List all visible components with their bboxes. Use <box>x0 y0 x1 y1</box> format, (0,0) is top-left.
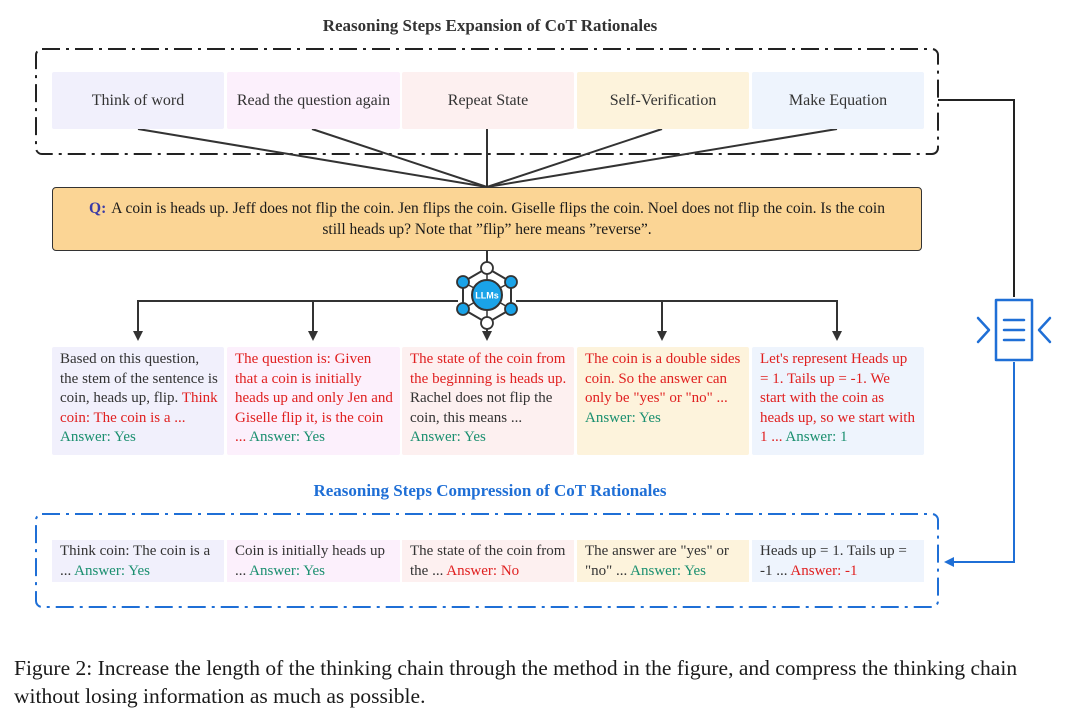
compression-arrow <box>944 362 1015 567</box>
response-answer: Answer: Yes <box>410 429 486 445</box>
compressed-repeat-state: The state of the coin from the ... Answe… <box>402 540 574 582</box>
question-box: Q:A coin is heads up. Jeff does not flip… <box>52 187 922 251</box>
response-read-question-again: The question is: Given that a coin is in… <box>227 347 400 455</box>
compression-title: Reasoning Steps Compression of CoT Ratio… <box>313 481 667 500</box>
compression-frame <box>35 513 939 608</box>
compressed-text: Heads up = 1. Tails up = -1 ... <box>760 543 907 579</box>
compressed-answer: Answer: Yes <box>71 562 151 579</box>
response-answer: Answer: Yes <box>585 409 661 426</box>
compression-icon <box>976 298 1052 362</box>
response-text: Based on this question, the stem of the … <box>60 351 218 406</box>
compressed-text: Coin is initially heads up ... <box>235 543 385 579</box>
compressed-make-equation: Heads up = 1. Tails up = -1 ... Answer: … <box>752 540 924 582</box>
compressed-self-verification: The answer are "yes" or "no" ... Answer:… <box>577 540 749 582</box>
technique-read-question-again: Read the question again <box>227 72 400 129</box>
compressed-answer: Answer: -1 <box>787 562 858 579</box>
response-repeat-state: The state of the coin from the beginning… <box>402 347 574 455</box>
compressed-text: Think coin: The coin is a ... <box>60 543 211 579</box>
response-answer: Answer: Yes <box>60 429 136 445</box>
compressed-answer: Answer: Yes <box>627 562 707 579</box>
response-text: Rachel does not flip the coin, this mean… <box>410 390 553 426</box>
compressed-think-of-word: Think coin: The coin is a ... Answer: Ye… <box>52 540 224 582</box>
figure-caption: Figure 2: Increase the length of the thi… <box>14 656 1018 708</box>
llm-hub-icon: LLMs <box>456 261 518 330</box>
expansion-title: Reasoning Steps Expansion of CoT Rationa… <box>322 16 658 35</box>
distribution-lines <box>133 251 842 341</box>
response-highlight: The question is: Given that a coin is in… <box>235 351 393 445</box>
response-answer: Answer: Yes <box>246 429 326 445</box>
compressed-read-question-again: Coin is initially heads up ... Answer: Y… <box>227 540 400 582</box>
expansion-frame <box>35 48 939 155</box>
technique-repeat-state: Repeat State <box>402 72 574 129</box>
response-highlight: The coin is a double sides coin. So the … <box>585 351 741 406</box>
compressed-answer: Answer: Yes <box>246 562 326 579</box>
question-label: Q: <box>89 200 107 217</box>
response-answer: Answer: 1 <box>782 429 848 445</box>
connector-line <box>938 99 1015 297</box>
technique-think-of-word: Think of word <box>52 72 224 129</box>
response-think-of-word: Based on this question, the stem of the … <box>52 347 224 455</box>
response-highlight: Think coin: The coin is a ... <box>60 390 218 426</box>
compressed-text: The state of the coin from the ... <box>410 543 566 579</box>
response-highlight: The state of the coin from the beginning… <box>410 351 567 387</box>
response-self-verification: The coin is a double sides coin. So the … <box>577 347 749 455</box>
compressed-text: The answer are "yes" or "no" ... <box>585 543 729 579</box>
fan-in-lines <box>137 128 838 188</box>
llm-label: LLMs <box>475 291 499 301</box>
response-make-equation: Let's represent Heads up = 1. Tails up =… <box>752 347 924 455</box>
question-text: A coin is heads up. Jeff does not flip t… <box>111 200 885 238</box>
technique-make-equation: Make Equation <box>752 72 924 129</box>
response-highlight: Let's represent Heads up = 1. Tails up =… <box>760 351 915 445</box>
technique-self-verification: Self-Verification <box>577 72 749 129</box>
compressed-answer: Answer: No <box>443 562 520 579</box>
